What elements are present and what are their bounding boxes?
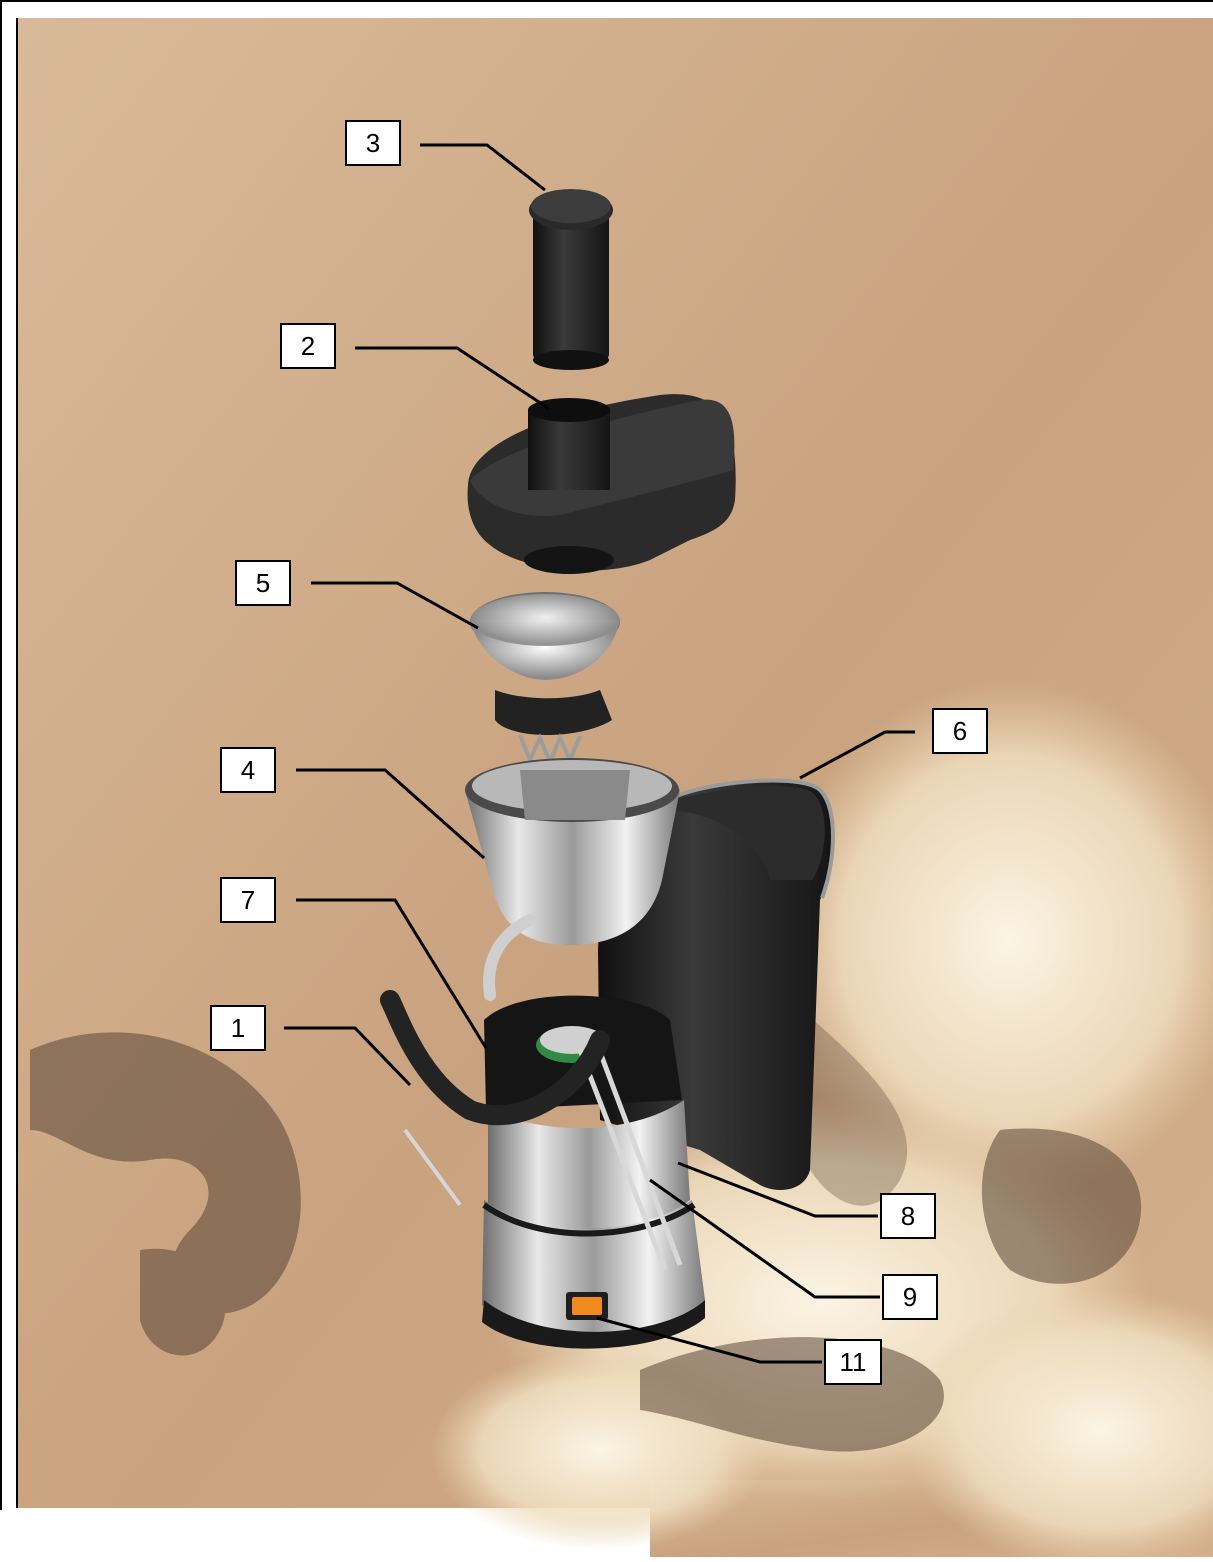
callout-9-label: 9	[903, 1282, 917, 1313]
callout-6: 6	[932, 708, 988, 754]
callout-1: 1	[210, 1005, 266, 1051]
callout-5-label: 5	[256, 568, 270, 599]
callout-5: 5	[235, 560, 291, 606]
callout-3: 3	[345, 120, 401, 166]
callout-2: 2	[280, 323, 336, 369]
callout-1-label: 1	[231, 1013, 245, 1044]
callout-4: 4	[220, 747, 276, 793]
callout-8: 8	[880, 1193, 936, 1239]
callout-11: 11	[824, 1339, 882, 1385]
callout-4-label: 4	[241, 755, 255, 786]
callout-8-label: 8	[901, 1201, 915, 1232]
pusher	[529, 189, 613, 370]
callout-6-label: 6	[953, 716, 967, 747]
callout-7: 7	[220, 877, 276, 923]
callout-2-label: 2	[301, 331, 315, 362]
callout-3-label: 3	[366, 128, 380, 159]
callout-7-label: 7	[241, 885, 255, 916]
callout-11-label: 11	[840, 1347, 867, 1378]
callout-9: 9	[882, 1274, 938, 1320]
